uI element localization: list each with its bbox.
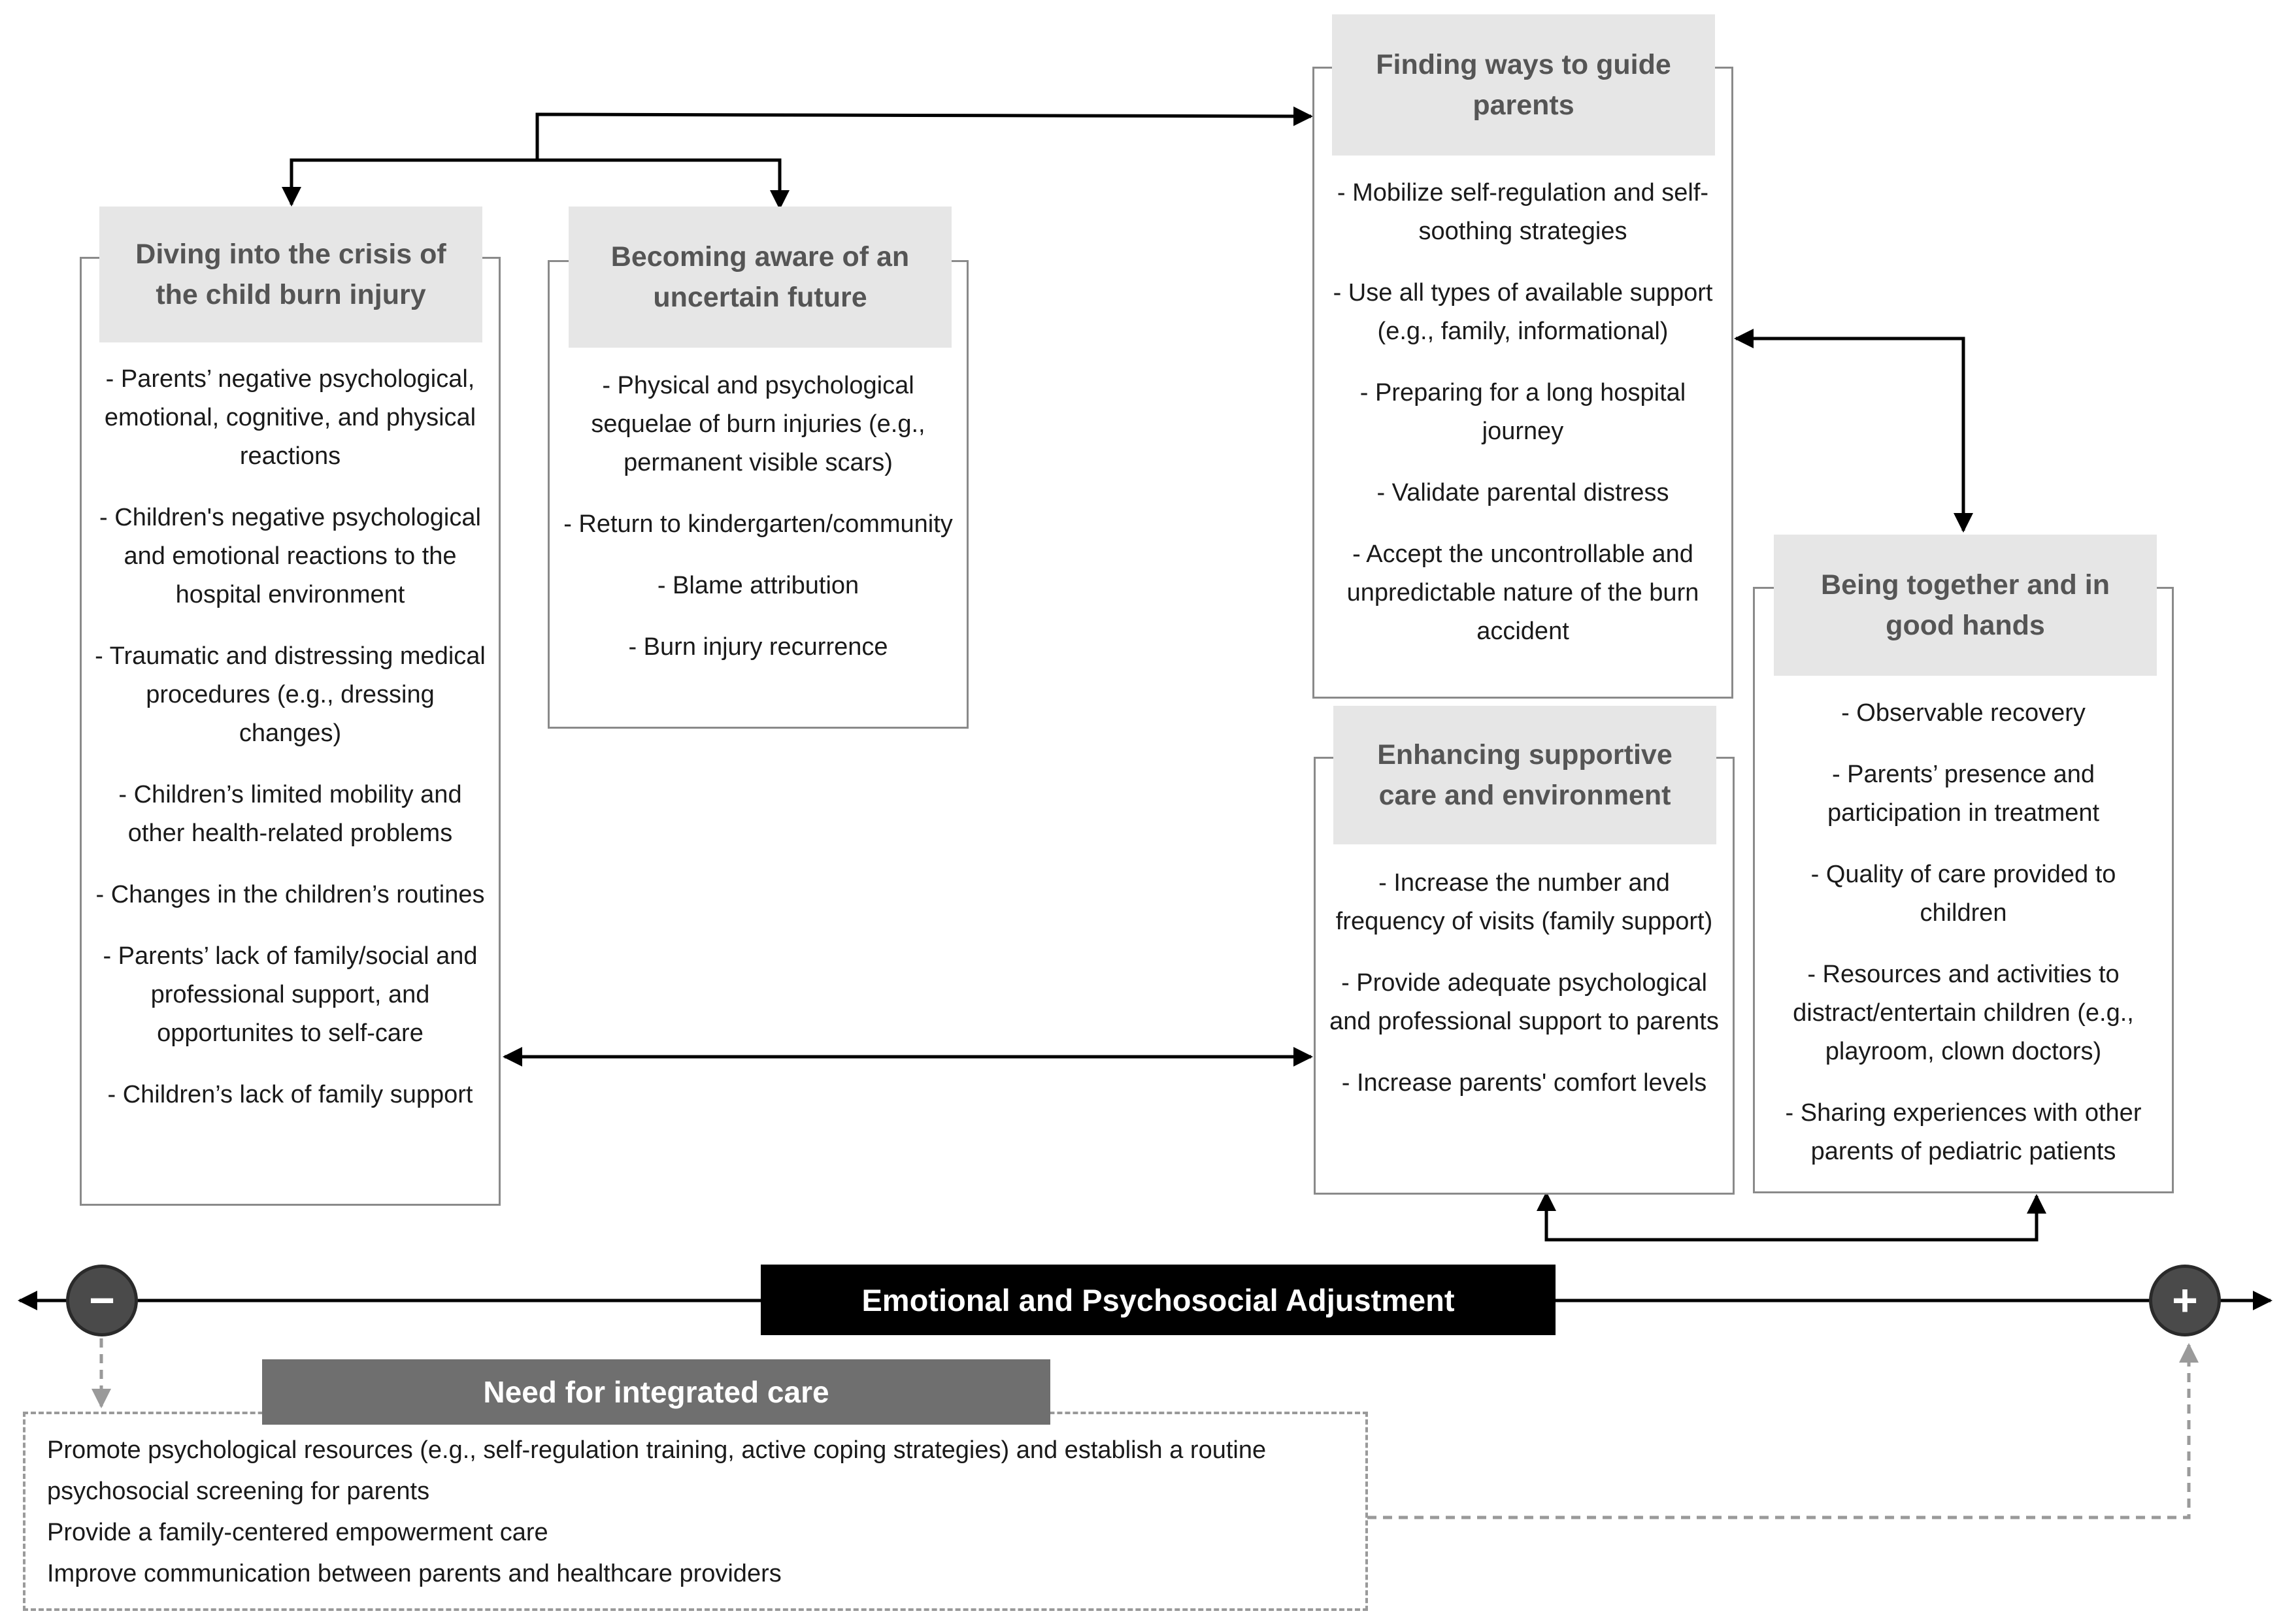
together-header: Being together and in good hands	[1774, 535, 2157, 676]
enhancing-items: - Increase the number and frequency of v…	[1327, 864, 1722, 1102]
list-item: Improve communication between parents an…	[47, 1560, 782, 1587]
list-item: - Quality of care provided to children	[1810, 861, 2116, 927]
list-item: - Physical and psychological sequelae of…	[591, 372, 925, 476]
aware-items: - Physical and psychological sequelae of…	[561, 367, 956, 667]
axis-label-text: Emotional and Psychosocial Adjustment	[861, 1282, 1455, 1317]
list-item: - Parents’ negative psychological, emoti…	[104, 365, 476, 470]
guide-title: Finding ways to guide parents	[1376, 49, 1671, 121]
enhancing-header: Enhancing supportive care and environmen…	[1333, 706, 1716, 844]
together-box	[1753, 587, 2174, 1193]
guide-box	[1312, 67, 1733, 699]
list-item: - Changes in the children’s routines	[95, 881, 485, 908]
guide-header: Finding ways to guide parents	[1332, 14, 1715, 156]
list-item: - Mobilize self-regulation and self-soot…	[1337, 179, 1709, 245]
list-item: - Increase parents' comfort levels	[1341, 1069, 1707, 1097]
arrow-to-diving	[282, 158, 537, 207]
integrated-care-title: Need for integrated care	[483, 1375, 829, 1409]
plus-symbol: +	[2172, 1276, 2198, 1325]
list-item: - Observable recovery	[1841, 699, 2086, 727]
diving-title: Diving into the crisis of the child burn…	[135, 239, 446, 310]
minus-icon: −	[66, 1265, 138, 1336]
list-item: - Provide adequate psychological and pro…	[1329, 969, 1719, 1035]
arrow-guide-together	[1734, 329, 1973, 533]
list-item: - Children's negative psychological and …	[99, 504, 481, 608]
list-item: - Burn injury recurrence	[628, 633, 888, 661]
integrated-care-items: Promote psychological resources (e.g., s…	[47, 1430, 1344, 1595]
list-item: Promote psychological resources (e.g., s…	[47, 1436, 1267, 1505]
list-item: - Children’s limited mobility and other …	[118, 781, 462, 847]
aware-title: Becoming aware of an uncertain future	[610, 241, 910, 313]
list-item: - Return to kindergarten/community	[563, 510, 953, 538]
arrow-to-guide	[535, 106, 1313, 160]
diving-header: Diving into the crisis of the child burn…	[99, 207, 482, 342]
list-item: - Blame attribution	[657, 572, 859, 599]
list-item: - Resources and activities to distract/e…	[1793, 961, 2134, 1065]
plus-icon: +	[2149, 1265, 2221, 1336]
list-item: - Preparing for a long hospital journey	[1359, 379, 1686, 445]
arrow-to-aware	[537, 158, 790, 210]
list-item: - Use all types of available support (e.…	[1333, 279, 1713, 345]
list-item: - Parents’ lack of family/social and pro…	[103, 942, 478, 1047]
together-items: - Observable recovery - Parents’ presenc…	[1766, 694, 2161, 1171]
enhancing-title: Enhancing supportive care and environmen…	[1377, 739, 1673, 811]
list-item: - Parents’ presence and participation in…	[1827, 761, 2100, 827]
list-item: - Validate parental distress	[1376, 479, 1669, 506]
guide-items: - Mobilize self-regulation and self-soot…	[1327, 174, 1719, 651]
together-title: Being together and in good hands	[1821, 569, 2110, 641]
list-item: - Accept the uncontrollable and unpredic…	[1346, 540, 1699, 645]
list-item: - Sharing experiences with other parents…	[1785, 1099, 2142, 1165]
arrow-enhancing-together	[1537, 1191, 2046, 1242]
dashed-arrow-plus	[1367, 1343, 2199, 1519]
diving-items: - Parents’ negative psychological, emoti…	[93, 360, 488, 1114]
list-item: Provide a family-centered empowerment ca…	[47, 1519, 548, 1546]
minus-symbol: −	[89, 1276, 115, 1325]
integrated-care-header: Need for integrated care	[262, 1359, 1050, 1425]
list-item: - Traumatic and distressing medical proc…	[95, 642, 486, 747]
adjustment-axis-label: Emotional and Psychosocial Adjustment	[761, 1265, 1556, 1335]
list-item: - Children’s lack of family support	[107, 1081, 473, 1108]
list-item: - Increase the number and frequency of v…	[1335, 869, 1713, 935]
aware-header: Becoming aware of an uncertain future	[569, 207, 952, 348]
